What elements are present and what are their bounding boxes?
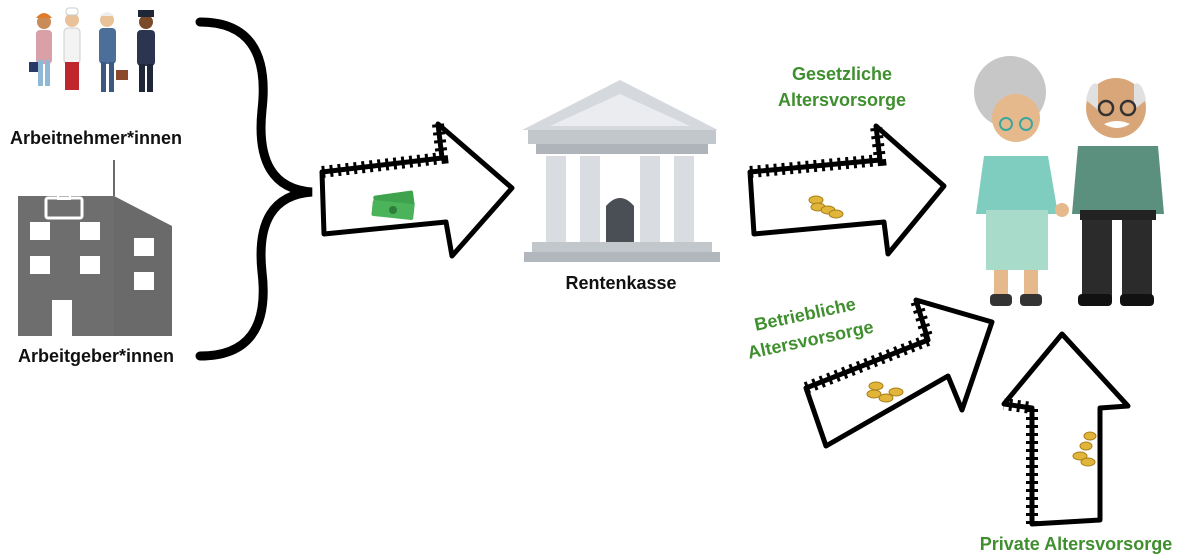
statutory-label-line2: Altersvorsorge	[778, 90, 906, 110]
private-label: Private Altersvorsorge	[980, 534, 1172, 554]
money-stack-icon	[371, 190, 415, 220]
coins-icon	[866, 381, 904, 403]
statutory-label-line1: Gesetzliche	[792, 64, 892, 84]
coins-icon	[808, 195, 844, 219]
employees-label: Arbeitnehmer*innen	[10, 128, 182, 148]
arrow-statutory	[747, 123, 947, 257]
arrow-to-pension-fund	[319, 121, 515, 259]
employers-label: Arbeitgeber*innen	[18, 346, 174, 366]
office-building-icon	[18, 160, 172, 336]
pension-fund-label: Rentenkasse	[565, 273, 676, 293]
workers-group-icon	[29, 7, 155, 92]
curly-brace	[195, 17, 313, 361]
arrow-private	[1001, 331, 1131, 527]
bank-building-icon	[522, 80, 720, 262]
elderly-couple-icon	[974, 56, 1164, 306]
arrow-occupational	[803, 297, 995, 449]
coins-icon	[1072, 431, 1097, 467]
